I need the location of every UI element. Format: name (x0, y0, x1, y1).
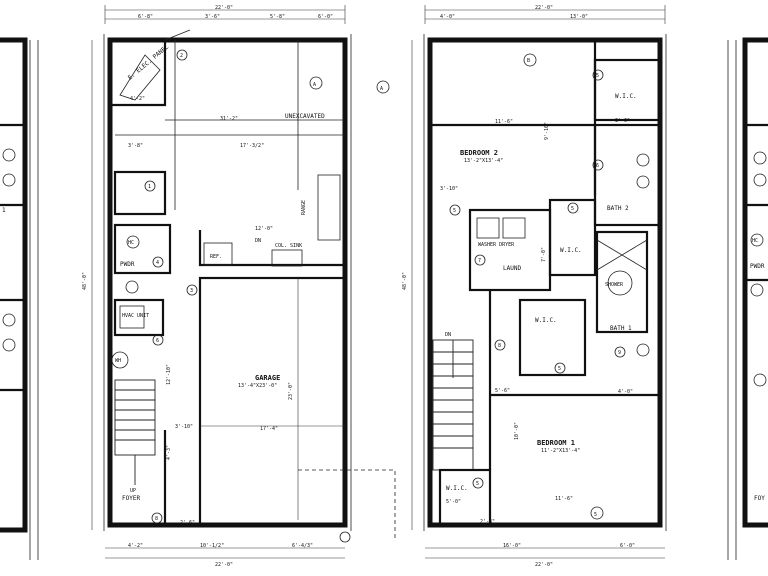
tag-b: B (527, 58, 530, 64)
tag-a-left: A (313, 82, 316, 88)
tag-5c: 5 (571, 206, 574, 212)
bedroom2-label: BEDROOM 2 (460, 149, 498, 157)
tag-5f: 5 (476, 481, 479, 487)
upper-floor-plan: 22'-0" 4'-0" 13'-0" 48'-0" BEDROOM 2 13'… (402, 5, 667, 568)
garage-size: 13'-4"X23'-0" (238, 383, 277, 389)
dim-4-0: 4'-0" (618, 389, 633, 395)
dim-3-10: 3'-10" (175, 424, 193, 430)
tag-8-right: 8 (498, 343, 501, 349)
dim-10-0: 10'-0" (514, 422, 520, 440)
tag-9: 9 (618, 350, 621, 356)
closet-dim: 4'-2" (130, 96, 145, 102)
left-dim-left: 48'-0" (82, 272, 88, 290)
laund-label: LAUND (503, 265, 521, 272)
tag-8: 8 (155, 516, 158, 522)
dim-23: 23'-0" (288, 382, 294, 400)
dim-12: 12'-0" (255, 226, 273, 232)
right-dim-left: 48'-0" (402, 272, 408, 290)
tag-5e: 5 (594, 512, 597, 518)
tag-5b: 5 (453, 208, 456, 214)
dn-label-right: DN (445, 332, 451, 338)
bedroom1-label: BEDROOM 1 (537, 439, 575, 447)
right-dim-top-b: 13'-0" (570, 14, 588, 20)
left-dim-bottom-b: 10'-1/2" (200, 543, 224, 549)
foyer-label: FOYER (122, 495, 140, 502)
bedroom2-size: 13'-2"X13'-4" (464, 158, 503, 164)
left-dim-top-b: 3'-6" (205, 14, 220, 20)
tag-6-right: 6 (596, 163, 599, 169)
dim-9-10: 9'-10" (544, 122, 550, 140)
right-dim-bottom-a: 16'-0" (503, 543, 521, 549)
elec-panel-label: E. ELEC. PANEL (127, 43, 171, 81)
edge-foy: FOY (754, 495, 765, 502)
tag-1: 1 (148, 184, 151, 190)
edge-pwdr: PWDR (750, 263, 765, 270)
dim-3-6: 3'-6" (615, 118, 630, 124)
left-neighbor-unit-cropped: 1 (0, 37, 39, 560)
dn-label-left: DN (255, 238, 261, 244)
tag-7: 7 (478, 258, 481, 264)
edge-tag-1: 1 (2, 207, 6, 214)
wic-top-label: W.I.C. (615, 93, 637, 100)
edge-hc: HC (752, 238, 758, 244)
tag-4: 4 (156, 260, 159, 266)
dim-17-4: 17'-4" (260, 426, 278, 432)
dim-17: 17'-3/2" (240, 143, 264, 149)
bath1-label: BATH 1 (610, 325, 632, 332)
tag-3: 3 (190, 288, 193, 294)
left-dim-top-a: 6'-8" (138, 14, 153, 20)
right-neighbor-unit-cropped: HC PWDR FOY (727, 37, 768, 560)
bedroom1-size: 11'-2"X13'-4" (541, 448, 580, 454)
up-label: UP (130, 488, 136, 494)
dim-3-10-right: 3'-10" (440, 186, 458, 192)
section-tag-a: A (380, 86, 383, 92)
dim-3-8: 3'-8" (128, 143, 143, 149)
dim-5-0: 5'-0" (446, 499, 461, 505)
ground-floor-plan: 22'-0" 6'-8" 3'-6" 5'-8" 6'-0" 48'-0" E.… (82, 5, 396, 568)
dim-2-8-right: 2'-8" (480, 519, 495, 525)
left-dim-bottom-a: 4'-2" (128, 543, 143, 549)
washer-dryer-label: WASHER DRYER (478, 242, 515, 248)
tag-2: 2 (180, 53, 183, 59)
left-dim-bottom-c: 6'-4/3" (292, 543, 313, 549)
wic-mid2-label: W.I.C. (535, 317, 557, 324)
garage-label: GARAGE (255, 374, 280, 382)
dim-11-6b: 11'-6" (555, 496, 573, 502)
dim-2-6: 2'-6" (180, 520, 195, 526)
unexcavated-label: UNEXCAVATED (285, 113, 325, 120)
wic-mid-label: W.I.C. (560, 247, 582, 254)
range-label: RANGE (301, 200, 307, 215)
hvac-label: HVAC UNIT (122, 313, 149, 319)
tag-5d: 5 (558, 366, 561, 372)
hc-label: HC (128, 240, 134, 246)
tag-6: 6 (156, 338, 159, 344)
pwdr-label: PWDR (120, 261, 135, 268)
dim-5-6: 5'-6" (495, 388, 510, 394)
left-dim-top-d: 6'-0" (318, 14, 333, 20)
dim-4-3: 4'-3" (166, 445, 172, 460)
dim-12-10: 12'-10" (166, 364, 172, 385)
dim-31: 31'-2" (220, 116, 238, 122)
right-dim-bottom-overall: 22'-0" (535, 562, 553, 568)
ref-label: REF. (210, 254, 222, 260)
dim-11-6: 11'-6" (495, 119, 513, 125)
col-sink-label: COL. SINK (275, 243, 302, 249)
bath2-label: BATH 2 (607, 205, 629, 212)
right-dim-bottom-b: 6'-0" (620, 543, 635, 549)
left-dim-bottom-overall: 22'-0" (215, 562, 233, 568)
left-dim-top-overall: 22'-0" (215, 5, 233, 11)
right-dim-top-a: 4'-0" (440, 14, 455, 20)
wic-bottom-label: W.I.C. (446, 485, 468, 492)
tag-5a: 5 (596, 73, 599, 79)
left-dim-top-c: 5'-8" (270, 14, 285, 20)
dim-2-8-left: 2'-8" (265, 38, 280, 44)
right-dim-top-overall: 22'-0" (535, 5, 553, 11)
wh-label: WH (115, 358, 121, 364)
dim-7-0: 7'-0" (541, 247, 547, 262)
shower-label: SHOWER (605, 282, 624, 288)
